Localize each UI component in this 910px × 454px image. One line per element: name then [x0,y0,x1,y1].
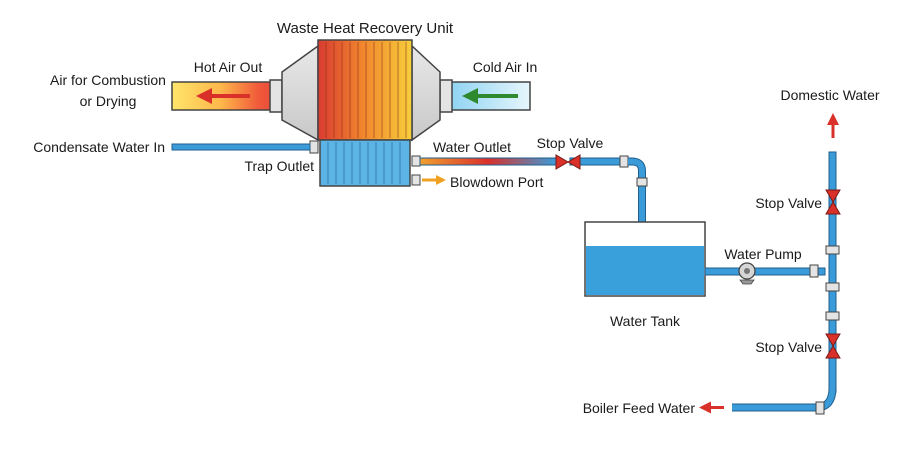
label-domestic-water: Domestic Water [780,87,879,103]
pump-line-pipe [704,264,826,278]
label-stop-valve-right-upper: Stop Valve [755,195,822,211]
label-blowdown-port: Blowdown Port [450,174,543,190]
domestic-water-arrow [827,113,839,138]
label-stop-valve-right-lower: Stop Valve [755,339,822,355]
water-pump-icon [738,262,756,285]
cold-air-arrow [462,88,518,104]
blowdown-arrow [422,175,446,185]
water-tank [584,221,706,297]
condensate-inlet-pipe [171,143,311,151]
label-stop-valve-top: Stop Valve [537,135,604,151]
hot-air-arrow [196,88,250,104]
water-outlet-pipe [419,155,648,222]
stop-valve-right-lower-icon [825,333,841,359]
diagram-title: Waste Heat Recovery Unit [277,20,454,37]
label-condensate-water-in: Condensate Water In [33,139,165,155]
label-trap-outlet: Trap Outlet [244,158,314,174]
label-water-outlet: Water Outlet [433,139,511,155]
stop-valve-top-icon [555,154,581,170]
hot-air-duct [171,79,283,113]
label-boiler-feed-water: Boiler Feed Water [583,400,696,416]
stop-valve-right-upper-icon [825,189,841,215]
heat-recovery-unit [281,39,441,187]
boiler-feed-arrow [699,401,724,414]
label-hot-air-out: Hot Air Out [194,59,263,75]
label-water-pump: Water Pump [724,246,801,262]
label-water-tank: Water Tank [610,313,681,329]
label-air-for-combustion-line2: or Drying [80,93,137,109]
label-air-for-combustion-line1: Air for Combustion [50,72,166,88]
label-cold-air-in: Cold Air In [473,59,538,75]
vertical-header-pipe [732,151,840,415]
